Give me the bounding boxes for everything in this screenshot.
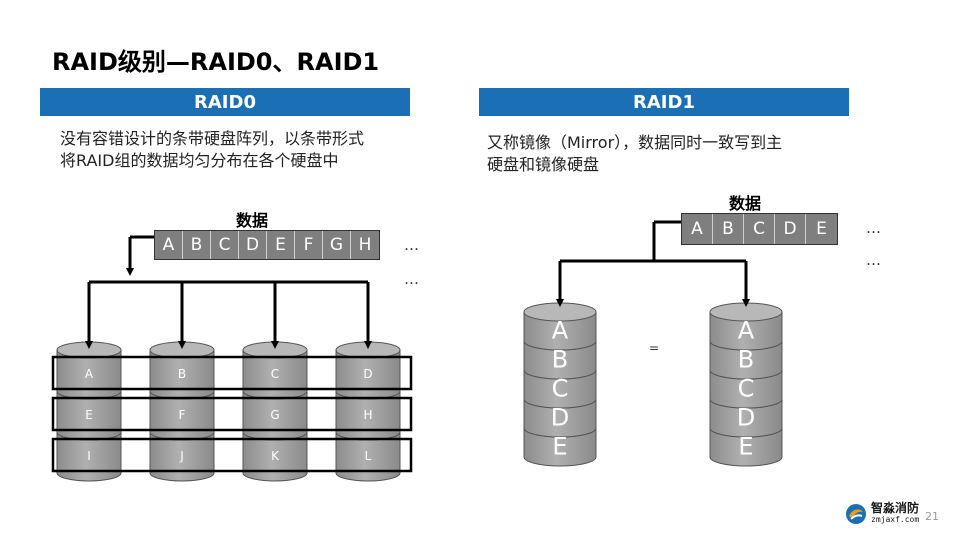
raid1-description: 又称镜像（Mirror），数据同时一致写到主 硬盘和镜像硬盘 — [487, 132, 782, 176]
raid0-disk-2: B F J — [149, 341, 215, 482]
raid0-disk-1-label-e: E — [85, 408, 93, 422]
raid1-disk-1-segment — [523, 311, 597, 351]
raid0-stripe-box-1 — [51, 355, 413, 391]
raid0-disk-1: A E I — [56, 341, 122, 482]
raid0-data-cell-a: A — [155, 231, 183, 259]
raid1-banner: RAID1 — [479, 88, 849, 116]
raid1-dots-2: … — [866, 251, 883, 269]
raid0-disk-2-label-b: B — [178, 367, 186, 381]
raid1-disk-2-segment — [709, 427, 783, 467]
raid1-disk-2-segment — [709, 340, 783, 380]
raid1-disk-1-segment — [523, 427, 597, 467]
raid0-banner-text: RAID0 — [194, 91, 256, 113]
raid1-data-cell-b: B — [713, 214, 744, 244]
raid1-data-cell-e: E — [806, 214, 837, 244]
raid1-disk-2-label-a: A — [738, 317, 755, 345]
raid0-data-label: 数据 — [236, 211, 269, 230]
raid1-disk-1-label-b: B — [552, 346, 568, 374]
raid1-data-cell-a: A — [682, 214, 713, 244]
raid0-disk-4-label-l: L — [365, 449, 372, 463]
raid1-equals-sign: = — [649, 341, 659, 355]
raid0-disk-1-label-a: A — [85, 367, 94, 381]
raid0-disk-4-label-d: D — [363, 367, 372, 381]
raid0-disk-4-segment — [335, 431, 401, 482]
raid0-disk-1-label-i: I — [87, 449, 91, 463]
raid0-disk-3-segment — [242, 431, 308, 482]
raid1-disk-2-label-d: D — [737, 404, 755, 432]
raid0-disk-2-segment — [149, 431, 215, 482]
page-number: 21 — [925, 510, 939, 523]
raid0-stripe-box-3 — [51, 437, 413, 473]
raid1-disk-1-segment — [523, 340, 597, 380]
raid0-disk-2-label-f: F — [179, 408, 186, 422]
raid0-data-cell-b: B — [183, 231, 211, 259]
raid0-banner: RAID0 — [40, 88, 410, 116]
logo-chinese-text: 智淼消防 — [871, 501, 920, 515]
raid0-stripe-box-2 — [51, 396, 413, 432]
raid0-desc-line1: 没有容错设计的条带硬盘阵列，以条带形式 — [60, 129, 365, 148]
raid0-disk-3-label-c: C — [271, 367, 279, 381]
raid0-disk-1-segment — [56, 431, 122, 482]
raid1-data-label: 数据 — [729, 194, 762, 213]
raid0-data-cell-f: F — [295, 231, 323, 259]
raid1-disk-1-label-d: D — [551, 404, 569, 432]
logo-url-text: zmjaxf.com — [871, 515, 920, 524]
raid0-data-cell-d: D — [239, 231, 267, 259]
raid1-disk-2-label-b: B — [738, 346, 754, 374]
raid1-desc-line1: 又称镜像（Mirror），数据同时一致写到主 — [487, 133, 783, 152]
raid1-disk-1-segment — [523, 398, 597, 438]
raid0-disk-4: D H L — [335, 341, 401, 482]
raid1-disk-2-segment — [709, 398, 783, 438]
raid0-disk-3-label-k: K — [271, 449, 280, 463]
raid0-disk-3: C G K — [242, 341, 308, 482]
raid1-data-cell-c: C — [744, 214, 775, 244]
raid0-desc-line2: 将RAID组的数据均匀分布在各个硬盘中 — [60, 151, 339, 170]
raid0-data-cell-e: E — [267, 231, 295, 259]
raid0-data-cell-c: C — [211, 231, 239, 259]
raid0-data-cell-h: H — [351, 231, 379, 259]
raid1-data-cell-d: D — [775, 214, 806, 244]
raid0-description: 没有容错设计的条带硬盘阵列，以条带形式 将RAID组的数据均匀分布在各个硬盘中 — [60, 128, 364, 172]
raid1-disk-2-label-e: E — [738, 433, 753, 461]
raid1-disk-1-label-a: A — [552, 317, 569, 345]
raid1-banner-text: RAID1 — [633, 91, 695, 113]
brand-logo: 智淼消防 zmjaxf.com — [845, 502, 919, 526]
raid1-disk-2-label-c: C — [738, 375, 755, 403]
raid1-disk-2-segment — [709, 311, 783, 351]
raid1-disk-1-segment — [523, 369, 597, 409]
raid0-dots-1: … — [404, 236, 421, 254]
raid1-dots-1: … — [866, 219, 883, 237]
raid0-dots-2: … — [404, 270, 421, 288]
raid1-disk-1-label-e: E — [552, 433, 567, 461]
raid0-data-cell-g: G — [323, 231, 351, 259]
raid1-desc-line2: 硬盘和镜像硬盘 — [487, 155, 600, 174]
raid0-disk-3-label-g: G — [270, 408, 279, 422]
raid1-disk-1-label-c: C — [552, 375, 569, 403]
page-title: RAID级别—RAID0、RAID1 — [52, 48, 380, 76]
raid0-disk-2-label-j: J — [179, 449, 184, 463]
raid1-disk-2-segment — [709, 369, 783, 409]
logo-swirl-icon — [846, 504, 866, 524]
raid0-disk-4-label-h: H — [363, 408, 372, 422]
